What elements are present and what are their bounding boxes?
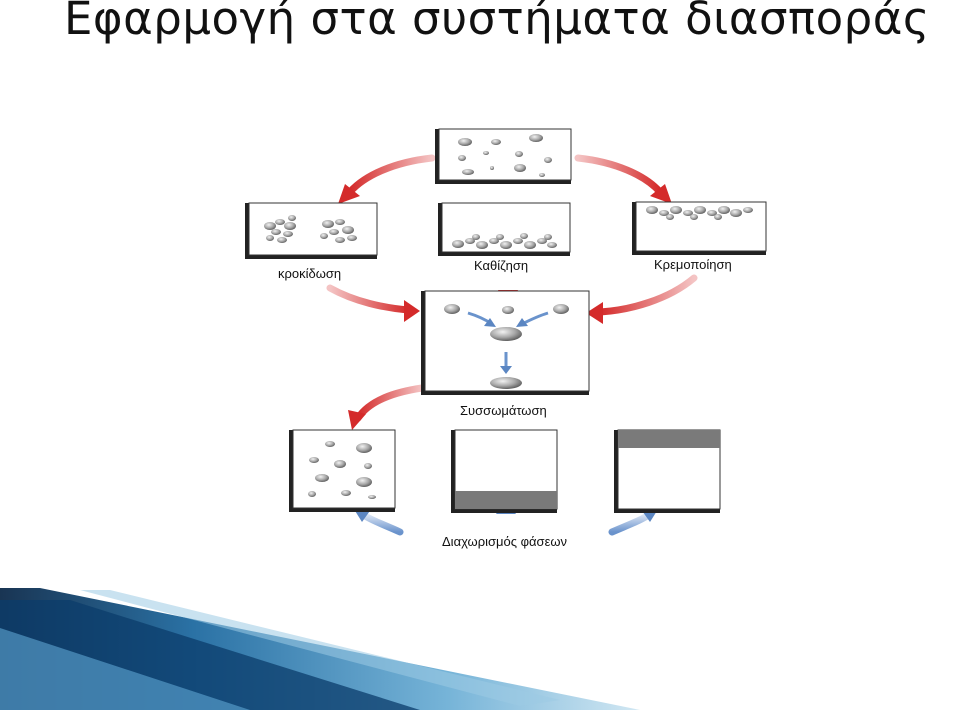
label-flocculation: κροκίδωση [278,266,342,281]
arrow-head-red [348,410,366,430]
box-bottom-left [289,429,396,512]
label-coalescence: Συσσωμάτωση [460,403,547,418]
arrow-head-red [338,184,360,204]
box-initial-dispersion [435,128,572,184]
label-sedimentation: Καθίζηση [474,258,529,273]
dark-layer [618,430,720,448]
box-phase-top [614,429,721,513]
label-phase-separation: Διαχωρισμός φάσεων [442,534,568,549]
box-coalescence [421,290,590,395]
arrow-head-red [586,302,603,324]
label-creaming: Κρεμοποίηση [654,257,732,272]
arrow-head-red [650,184,672,204]
page-title: Εφαρμογή στα συστήματα διασποράς [64,0,930,45]
box-sedimentation [438,202,571,256]
box-phase-bottom [451,429,558,513]
box-flocculation [245,202,378,259]
box-creaming [632,201,767,255]
arrow-head-red [404,300,420,322]
dark-layer [455,491,557,509]
decorative-stripes [0,588,640,710]
